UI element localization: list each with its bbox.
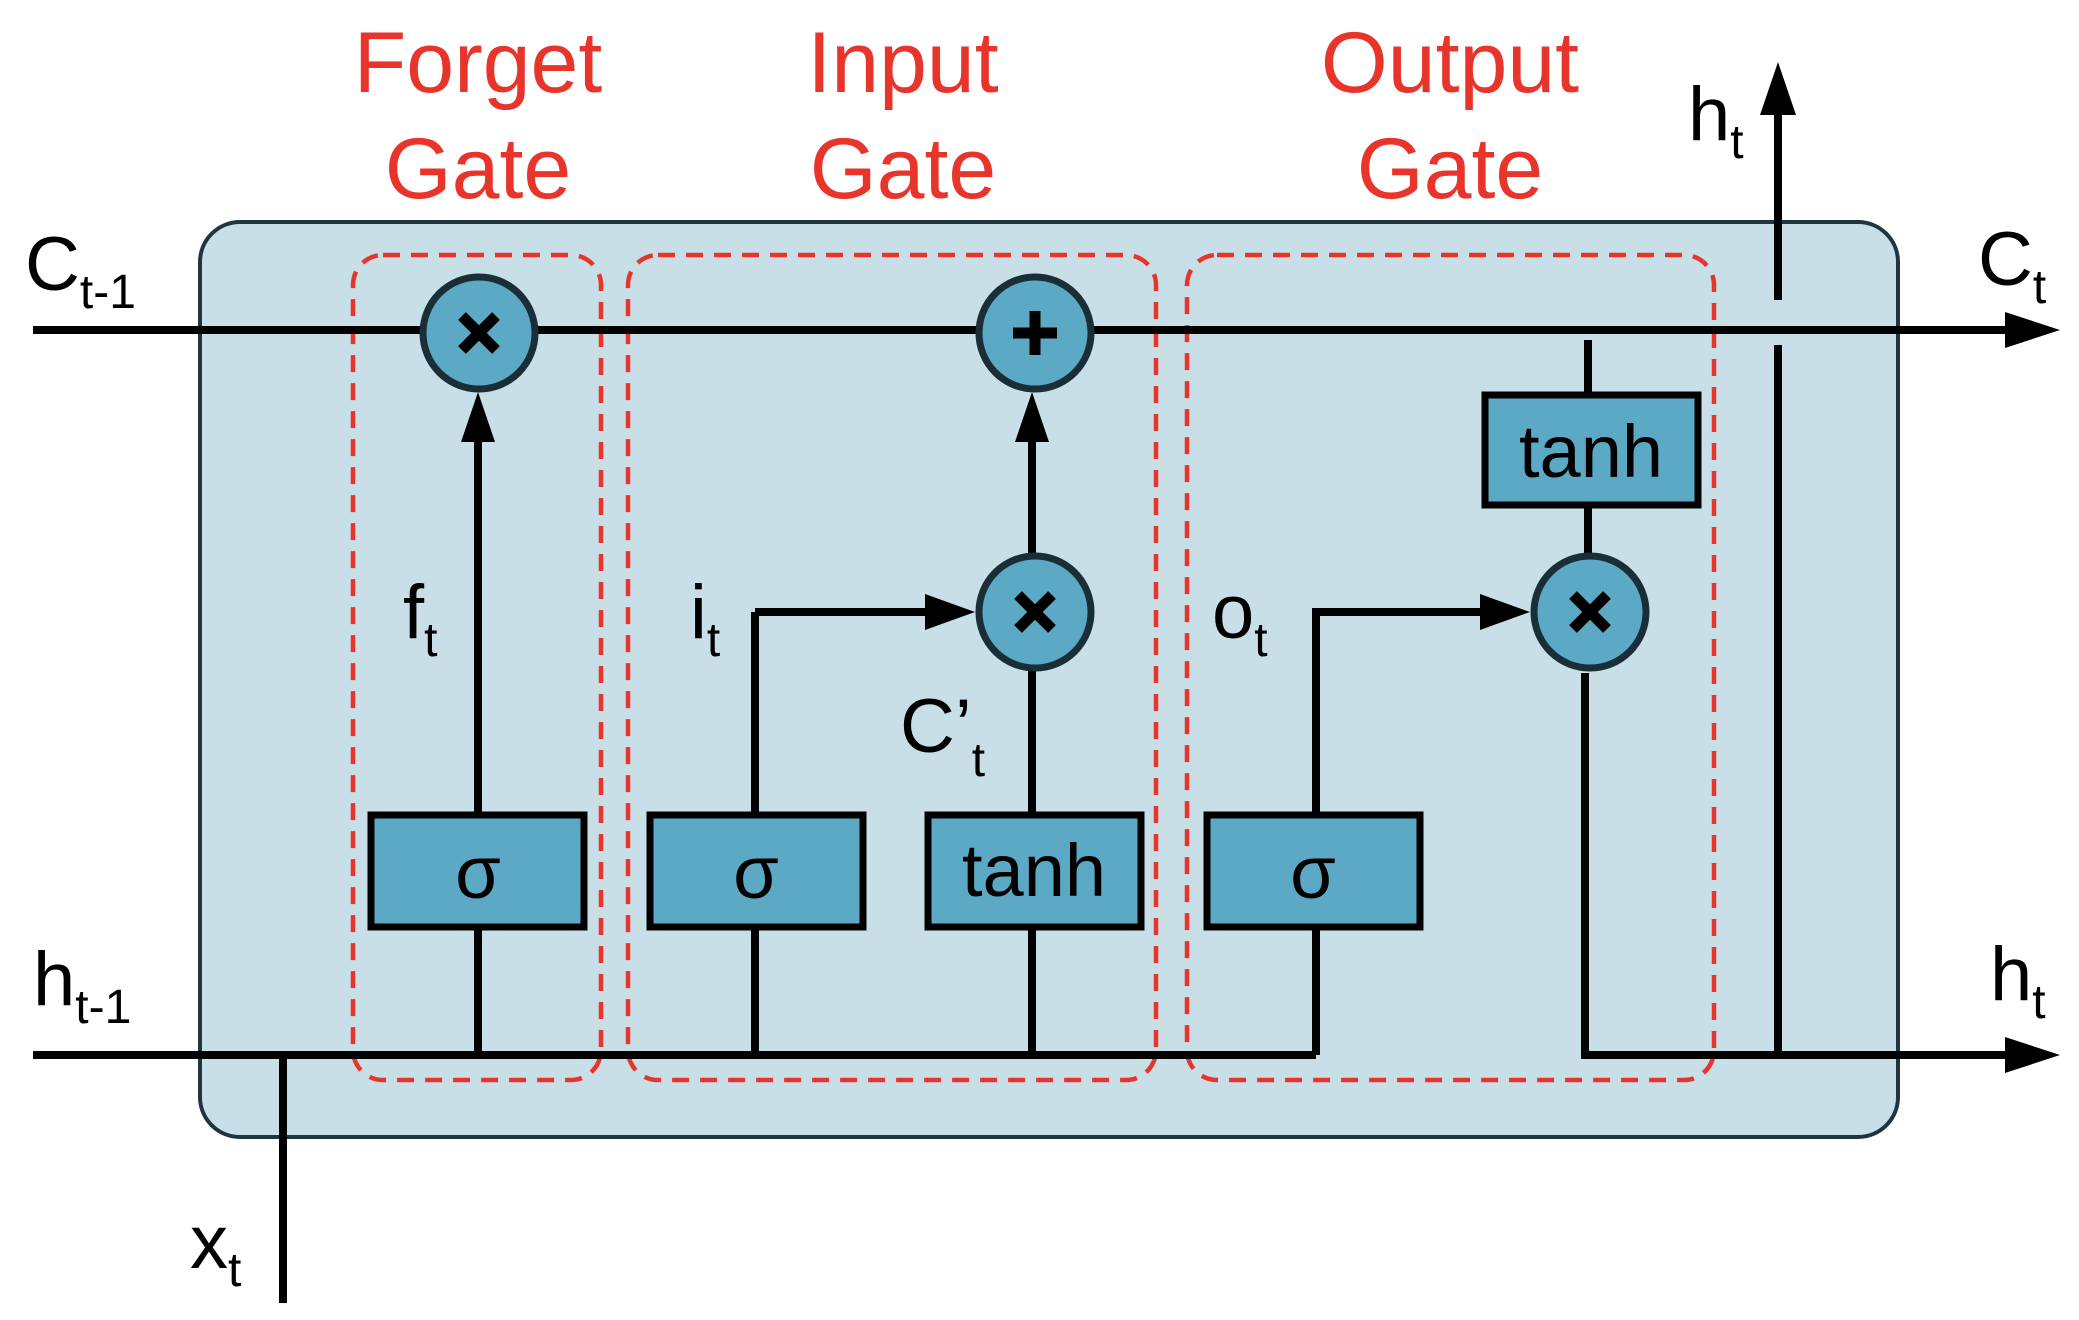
h-prev-label: ht-1	[33, 937, 131, 1034]
forget-gate-title-line1: Forget	[354, 15, 603, 111]
output-mult-arrowhead	[1480, 594, 1530, 630]
input-tanh-box: tanh	[924, 811, 1145, 931]
cell-body	[198, 220, 1900, 1139]
i-label: it	[690, 570, 720, 667]
input-gate-title-line2: Gate	[810, 121, 996, 217]
forget-arrowhead	[461, 392, 495, 442]
forget-gate-title-line2: Gate	[385, 121, 571, 217]
c-candidate-label: C’t	[900, 684, 985, 787]
input-tanh-label: tanh	[962, 829, 1106, 912]
add-arrowhead	[1015, 392, 1049, 442]
input-gate-region	[625, 252, 1159, 1083]
forget-gate-region	[350, 252, 604, 1083]
output-path-line	[1581, 673, 2005, 1059]
input-sigma-label: σ	[733, 831, 779, 914]
input-gate-title-line1: Input	[807, 15, 998, 111]
output-gate-region	[1184, 252, 1717, 1083]
output-multiply-operator	[1530, 552, 1650, 672]
cell-tanh-label: tanh	[1519, 410, 1663, 493]
output-sigma-label: σ	[1290, 831, 1336, 914]
input-mult-arrowhead	[925, 594, 975, 630]
cell-tanh-box: tanh	[1481, 391, 1702, 509]
input-sigma-box: σ	[646, 811, 867, 931]
output-gate-title-line1: Output	[1321, 15, 1579, 111]
o-label: ot	[1212, 570, 1268, 667]
cell-add-operator	[975, 273, 1095, 393]
h-top-arrowhead	[1760, 62, 1796, 115]
c-next-label: Ct	[1978, 217, 2046, 314]
forget-multiply-operator	[419, 273, 539, 393]
forget-sigma-label: σ	[455, 831, 501, 914]
output-gate-title-line2: Gate	[1357, 121, 1543, 217]
forget-sigma-box: σ	[367, 811, 588, 931]
f-label: ft	[403, 570, 437, 667]
x-input-label: xt	[190, 1200, 241, 1297]
hidden-output-arrowhead	[2005, 1037, 2060, 1073]
input-multiply-operator	[975, 552, 1095, 672]
output-sigma-box: σ	[1203, 811, 1424, 931]
h-next-label: ht	[1990, 932, 2046, 1029]
h-top-label: ht	[1688, 72, 1744, 169]
cell-state-arrowhead	[2005, 312, 2060, 348]
c-prev-label: Ct-1	[25, 222, 136, 319]
